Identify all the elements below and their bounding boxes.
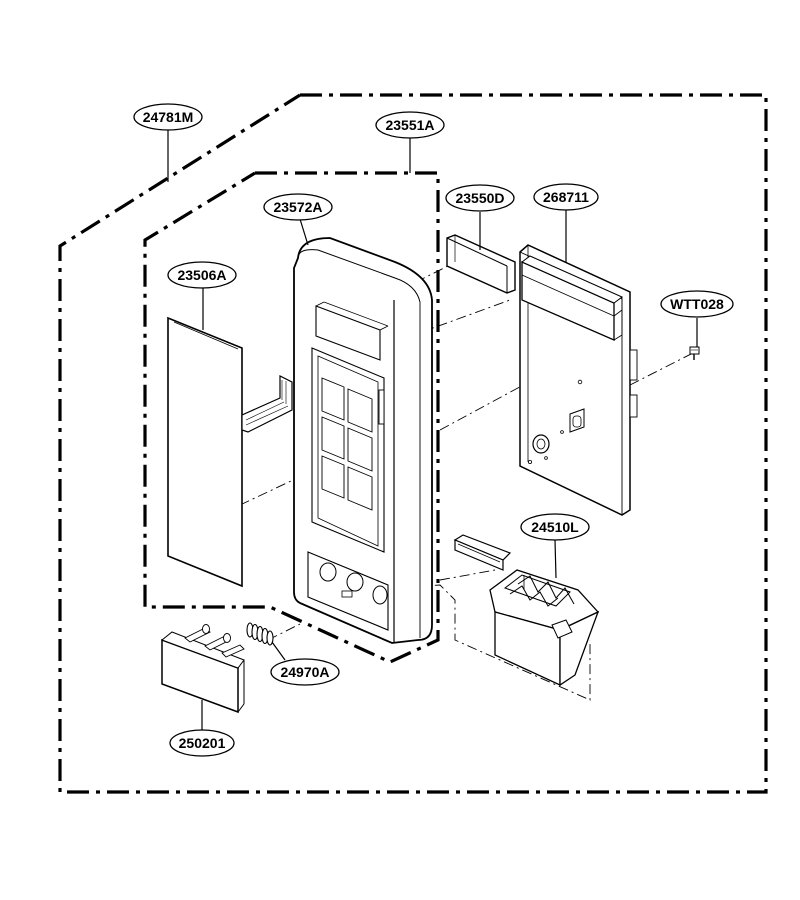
screw-part xyxy=(689,346,700,360)
callout-label-23550D: 23550D xyxy=(455,190,504,206)
callout-268711: 268711 xyxy=(533,183,599,211)
callout-label-WTT028: WTT028 xyxy=(670,296,724,312)
callout-label-268711: 268711 xyxy=(543,189,589,205)
door-button-part xyxy=(160,624,245,714)
callout-23572A: 23572A xyxy=(263,193,333,221)
callout-label-24510L: 24510L xyxy=(531,519,579,535)
callout-label-250201: 250201 xyxy=(179,735,226,751)
callout-23550D: 23550D xyxy=(445,184,515,212)
display-window-part xyxy=(446,234,516,294)
membrane-switch-part xyxy=(167,316,293,588)
callout-24781M: 24781M xyxy=(133,103,203,131)
callout-label-24781M: 24781M xyxy=(143,109,194,125)
latch-lever-part xyxy=(453,534,600,687)
frame-assembly-boundary xyxy=(143,171,440,664)
leader-lines xyxy=(167,130,698,730)
callout-label-24970A: 24970A xyxy=(280,664,329,680)
pcb-assembly-part xyxy=(519,244,638,516)
callout-label-23551A: 23551A xyxy=(385,117,434,133)
callout-24970A: 24970A xyxy=(270,658,340,686)
callout-23551A: 23551A xyxy=(375,111,445,139)
callout-WTT028: WTT028 xyxy=(660,290,734,318)
spring-part xyxy=(246,622,274,646)
callout-23506A: 23506A xyxy=(167,261,237,289)
callout-label-23506A: 23506A xyxy=(177,267,226,283)
panel-housing-part xyxy=(293,237,433,644)
callout-24510L: 24510L xyxy=(520,513,590,541)
callout-label-23572A: 23572A xyxy=(273,199,322,215)
callout-250201: 250201 xyxy=(169,729,235,757)
